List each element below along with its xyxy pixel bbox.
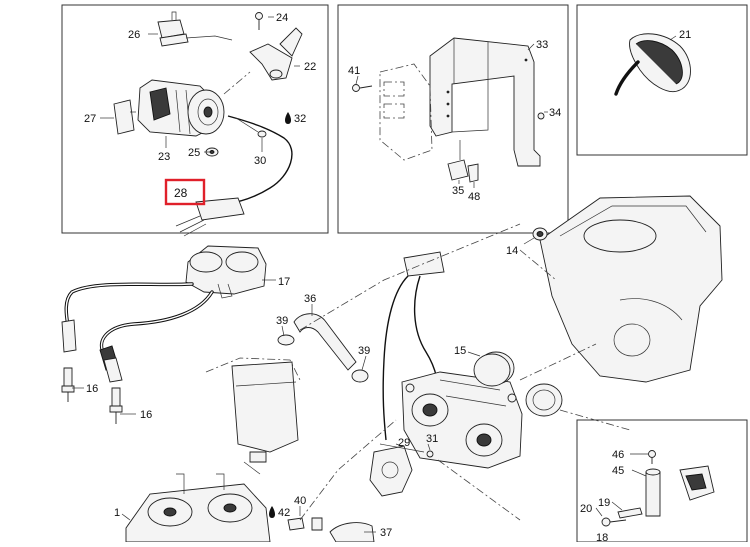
fitting-part-40 (287, 517, 323, 531)
callout-37: 37 (380, 527, 392, 539)
callout-39b: 39 (358, 345, 370, 357)
bracket-part-22 (249, 27, 303, 81)
callout-46: 46 (612, 449, 624, 461)
plug-caps (61, 319, 123, 383)
callout-40: 40 (294, 495, 306, 507)
screw-part-46 (648, 450, 656, 464)
drop-icon-42 (269, 506, 275, 518)
callout-24: 24 (276, 12, 288, 24)
inset-frame-bracket (337, 4, 569, 234)
clip-part-35 (447, 140, 469, 181)
intake-boot-part-15-b (525, 383, 563, 417)
callout-16b: 16 (140, 409, 152, 421)
callout-17: 17 (278, 276, 290, 288)
hose-part-37 (329, 522, 375, 543)
clamp-part-39-a (277, 334, 295, 346)
callout-19: 19 (598, 497, 610, 509)
spark-plug-wires (64, 282, 214, 356)
callout-leaders (72, 16, 677, 533)
grommet-part-14 (532, 227, 548, 241)
callout-14: 14 (506, 245, 518, 257)
callout-25: 25 (188, 147, 200, 159)
intake-boot-part-15-a (473, 351, 515, 387)
bracket-part-33 (429, 37, 541, 167)
screw-part-24 (255, 12, 263, 30)
throttle-body-assembly (401, 371, 523, 469)
callout-30: 30 (254, 155, 266, 167)
engine-block-part-1 (125, 473, 271, 543)
clamp-part-39-b (351, 369, 369, 383)
callout-41: 41 (348, 65, 360, 77)
spark-plug-part-16-a (61, 367, 75, 402)
callout-35: 35 (452, 185, 464, 197)
sensor-harness (382, 251, 445, 441)
callout-31: 31 (426, 433, 438, 445)
callout-42: 42 (278, 507, 290, 519)
dashed-leaders (299, 223, 631, 521)
callout-39a: 39 (276, 315, 288, 327)
callout-27: 27 (84, 113, 96, 125)
bracket-part-18 (679, 465, 715, 501)
callout-48: 48 (468, 191, 480, 203)
bolt-part-41 (352, 84, 373, 92)
callout-1: 1 (114, 507, 120, 519)
clip-part-27 (113, 99, 136, 135)
sleeve-part-45 (645, 468, 661, 517)
callout-29: 29 (398, 437, 410, 449)
connector-part-28 (175, 197, 245, 237)
callout-15: 15 (454, 345, 466, 357)
callout-18: 18 (596, 532, 608, 542)
callout-33: 33 (536, 39, 548, 51)
ignition-coil-part-17 (185, 245, 267, 299)
hose-part-36 (293, 313, 357, 371)
inset-frame-ignition (61, 4, 329, 234)
callout-21: 21 (679, 29, 691, 41)
switch-housing-part-23 (137, 79, 225, 137)
drop-icon-32 (285, 112, 291, 124)
callout-34: 34 (549, 107, 561, 119)
dashed-panel-ghost (379, 63, 433, 161)
screw-part-31 (426, 450, 434, 458)
screw-part-34 (537, 112, 545, 120)
callout-26: 26 (128, 29, 140, 41)
switch-lever-part-26 (157, 11, 233, 47)
callout-45: 45 (612, 465, 624, 477)
airbox-assembly (539, 195, 723, 383)
pin-part-19 (617, 507, 643, 519)
nut-part-30 (257, 130, 267, 138)
bolt-part-20 (601, 517, 627, 527)
inset-frame-strap (576, 4, 748, 156)
callout-22: 22 (304, 61, 316, 73)
callout-23: 23 (158, 151, 170, 163)
clip-part-48 (467, 163, 479, 183)
highlight-box-28 (164, 178, 206, 206)
sensor-part-29 (369, 443, 425, 497)
callout-20: 20 (580, 503, 592, 515)
callout-16a: 16 (86, 383, 98, 395)
reservoir-tank (205, 357, 301, 475)
callout-28: 28 (174, 186, 188, 200)
spark-plug-part-16-b (109, 387, 123, 424)
callout-36: 36 (304, 293, 316, 305)
wire-harness-ignition (223, 71, 293, 205)
callout-32: 32 (294, 113, 306, 125)
strap-part-21 (614, 33, 691, 96)
